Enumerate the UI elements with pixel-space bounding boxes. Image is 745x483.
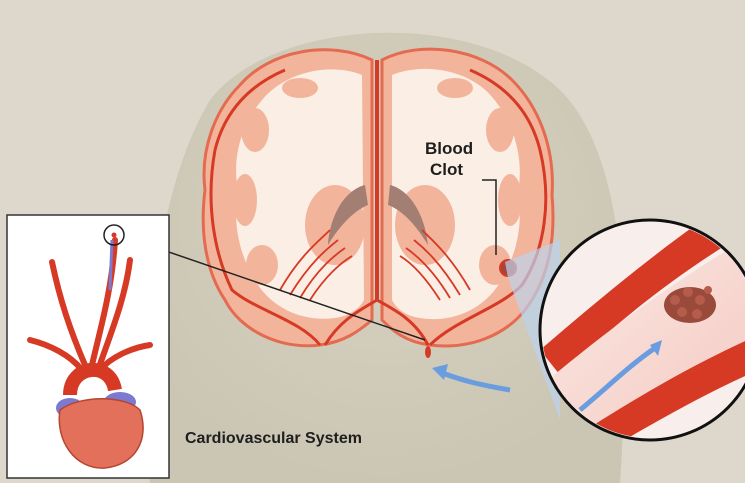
cardiovascular-system-label: Cardiovascular System bbox=[185, 430, 362, 448]
blood-clot-label-line2: Clot bbox=[430, 160, 463, 180]
blood-drop bbox=[425, 346, 431, 358]
heart-inset bbox=[7, 215, 169, 478]
blood-clot-label-line1: Blood bbox=[425, 139, 473, 159]
